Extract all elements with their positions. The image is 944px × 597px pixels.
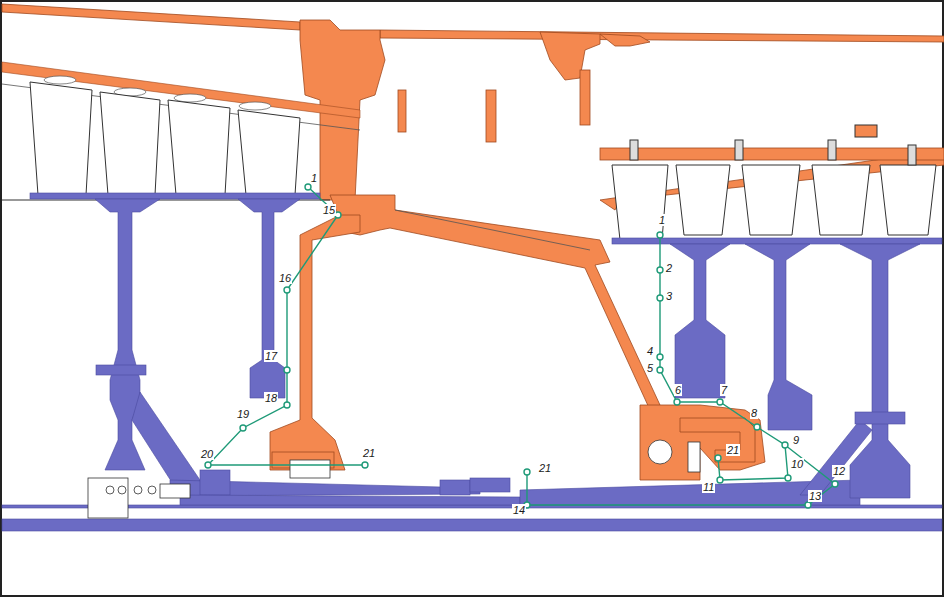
callout-number: 8 (750, 407, 758, 419)
callout-number: 3 (665, 290, 673, 302)
callout-number: 21 (726, 444, 740, 456)
callout-number: 15 (322, 204, 336, 216)
callout-number: 4 (646, 345, 654, 357)
thermal-network (208, 187, 835, 505)
network-points (205, 184, 838, 508)
callout-number: 1 (310, 172, 318, 184)
callout-number: 6 (674, 384, 682, 396)
callout-number: 20 (200, 448, 214, 460)
compressor-shroud (2, 62, 360, 200)
callout-number: 17 (264, 350, 278, 362)
callout-number: 7 (720, 384, 728, 396)
callout-number: 18 (264, 392, 278, 404)
bolts (630, 125, 916, 165)
callout-number: 19 (236, 408, 250, 420)
callout-number: 5 (646, 362, 654, 374)
compressor-rotor (30, 193, 510, 496)
inner-casing (270, 148, 944, 480)
callout-number: 16 (278, 272, 292, 284)
callout-number: 10 (790, 458, 804, 470)
callout-number: 11 (702, 481, 715, 493)
callout-number: 12 (832, 465, 846, 477)
bearings (290, 210, 700, 478)
coupling (88, 478, 190, 518)
callout-number: 2 (665, 262, 673, 274)
callout-number: 1 (658, 214, 666, 226)
callout-number: 13 (808, 490, 822, 502)
callout-number: 14 (512, 504, 526, 516)
turbine-blades (612, 165, 936, 240)
compressor-blades (30, 82, 300, 195)
callout-number: 21 (538, 462, 552, 474)
callout-number: 9 (792, 434, 800, 446)
callout-number: 21 (362, 447, 376, 459)
turbine-rotor (612, 238, 942, 498)
